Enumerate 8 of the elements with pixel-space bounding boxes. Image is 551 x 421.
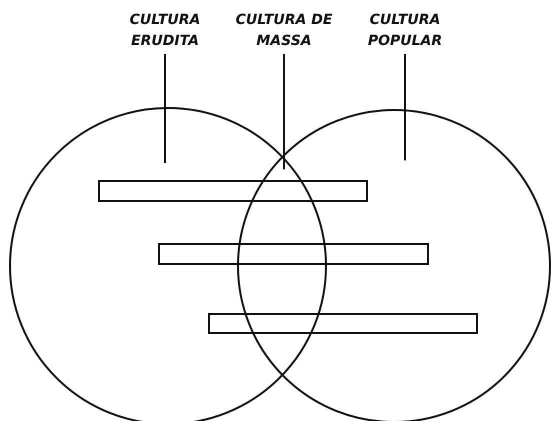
category-label: CULTURA ERUDITA bbox=[115, 10, 215, 52]
horizontal-bar bbox=[158, 243, 429, 265]
category-label: CULTURA POPULAR bbox=[355, 10, 455, 52]
horizontal-bar bbox=[98, 180, 368, 202]
leader-line bbox=[404, 54, 406, 160]
leader-line bbox=[164, 54, 166, 164]
horizontal-bar bbox=[208, 313, 478, 334]
category-label: CULTURA DE MASSA bbox=[234, 10, 334, 52]
